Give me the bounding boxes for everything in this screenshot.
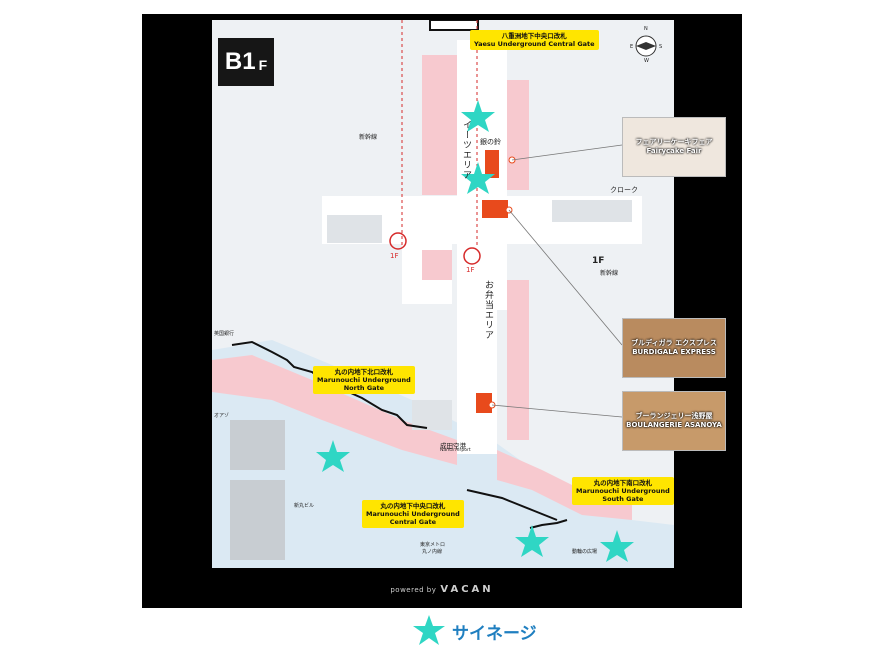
yaesu-gate-jp: 八重洲地下中央口改札 [501,32,567,40]
south-gate-line [529,519,568,529]
central-gate-line [466,489,558,521]
floor-level: B1 [224,48,256,75]
central-gate-en2: Central Gate [389,518,437,526]
star-icon [413,615,445,645]
to-1f-label: 1F [592,256,605,266]
shop-name-en: Fairycake Fair [646,147,702,155]
shop-name-jp: ブルディガラ エクスプレス [631,339,717,347]
tokyometro-label: 東京メトロ [420,542,446,548]
shop-name-jp: ブーランジェリー浅野屋 [635,412,713,420]
yaesu-gate-en: Yaesu Underground Central Gate [474,40,595,48]
leader-burdigala [508,209,623,346]
shop-marker-burdigala [482,200,508,218]
vacan-logo: VACAN [440,584,494,595]
powered-prefix: powered by [390,586,437,594]
north-gate-jp: 丸の内地下北口改札 [334,368,394,376]
signage-star-group [316,100,634,562]
building-block-oazo [230,420,285,470]
north-gate-label: 丸の内地下北口改札 Marunouchi Underground North G… [313,366,415,394]
shop-name-jp: フェアリーケーキフェア [635,138,713,146]
north-gate-en1: Marunouchi Underground [317,376,411,384]
block-east [552,200,632,222]
leader-asanoya [491,404,623,418]
yaesu-gate-block [429,20,479,31]
shop-zone-marunouchi [212,355,457,465]
legend-label: サイネージ [452,623,537,644]
shop-name-en: BOULANGERIE ASANOYA [626,421,722,429]
shop-photo-asanoya: ブーランジェリー浅野屋 BOULANGERIE ASANOYA [622,391,726,451]
up-1f-left: 1F [390,252,399,260]
south-gate-en2: South Gate [602,495,644,503]
shinmaru-label: 新丸ビル [294,503,315,509]
legend: サイネージ [412,614,537,648]
shop-zone-west [422,55,457,195]
shinkansen-label-left: 新幹線 [359,134,378,141]
central-gate-jp: 丸の内地下中央口改札 [380,502,446,510]
main-corridor-south [457,244,497,454]
compass-s: S [659,44,663,50]
building-block-shinmaru [230,480,285,560]
shop-marker-asanoya [476,393,492,413]
escalator-up-right [463,247,481,265]
shop-marker-fairycake [485,150,499,178]
compass-w: W [644,58,649,64]
up-1f-right: 1F [466,266,475,274]
oazo-label: オアゾ [214,413,230,419]
eat-area-label: イーツエリア [461,120,471,180]
bank-label: 英国銀行 [214,331,235,337]
floor-map: イーツエリア お弁当エリア 銀の鈴 クローク 新幹線 新幹線 成田空港 Nari… [212,20,674,568]
south-gate-label: 丸の内地下南口改札 Marunouchi Underground South G… [572,477,674,505]
shop-zone-south-east [507,280,529,440]
wadakura-label: 動輪の広場 [572,549,598,555]
narita-label: 成田空港 [440,442,466,450]
yaesu-gate-label: 八重洲地下中央口改札 Yaesu Underground Central Gat… [470,30,599,50]
escalator-up-left [389,232,407,250]
compass-e: E [630,44,634,50]
central-gate-label: 丸の内地下中央口改札 Marunouchi Underground Centra… [362,500,464,528]
bento-area-label: お弁当エリア [483,280,493,340]
shop-photo-fairycake: フェアリーケーキフェア Fairycake Fair [622,117,726,177]
block-west [327,215,382,243]
north-gate-en2: North Gate [343,384,385,392]
shop-photo-burdigala: ブルディガラ エクスプレス BURDIGALA EXPRESS [622,318,726,378]
shinkansen-label-right: 新幹線 [600,270,619,277]
cloak-label: クローク [610,186,638,194]
narita-en-label: Narita Airport [440,448,471,453]
south-gate-jp: 丸の内地下南口改札 [593,479,653,487]
shop-zone-small [422,250,452,280]
signage-star [461,162,495,194]
marunouchi-line-label: 丸ノ内線 [422,549,443,555]
floor-suffix: F [258,57,268,73]
central-gate-en1: Marunouchi Underground [366,510,460,518]
signage-star [515,525,549,557]
ginnosuzu-label: 銀の鈴 [480,138,501,146]
signage-star [600,530,634,562]
shop-zone-east [507,80,529,190]
signage-star [316,440,350,472]
shop-name-en: BURDIGALA EXPRESS [632,348,716,356]
stair-block [412,400,452,430]
leader-fairycake [511,144,623,161]
signage-star [461,100,495,132]
compass-n: N [644,26,648,32]
south-gate-en1: Marunouchi Underground [576,487,670,495]
